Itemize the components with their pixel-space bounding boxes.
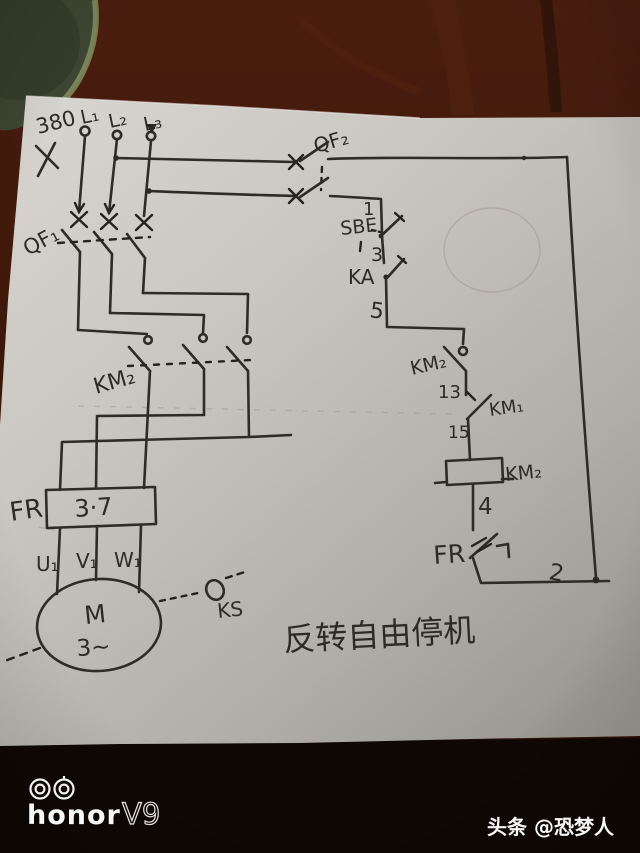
honor-model-text: V9 [122,797,160,831]
dual-camera-icon [29,776,75,800]
honor-brand-text: honor [27,800,121,831]
credit-text: 头条 @恐梦人 [487,815,615,839]
honor-watermark: honor V9 [27,776,161,832]
